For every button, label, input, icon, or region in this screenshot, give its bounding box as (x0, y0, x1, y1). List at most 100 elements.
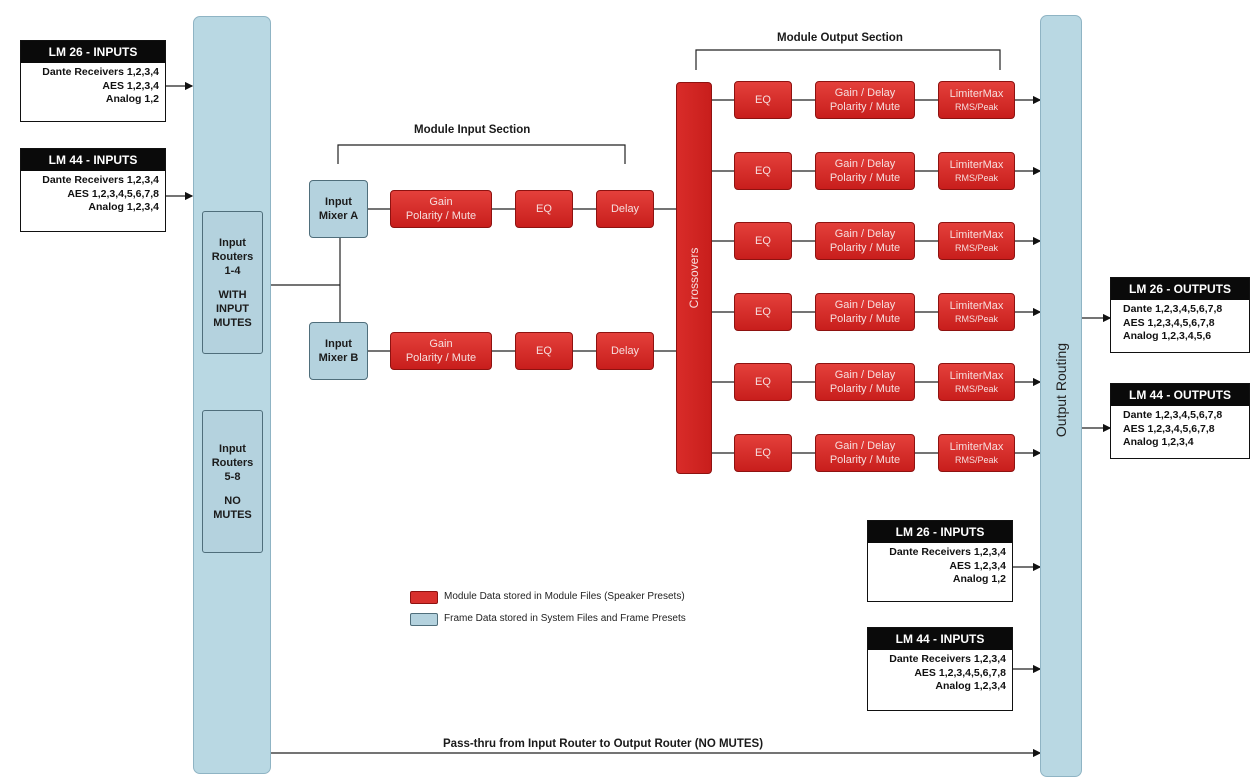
gain-delay-label: Gain / Delay (834, 369, 896, 381)
legend-swatch-module (410, 591, 438, 604)
polarity-label: Polarity / Mute (829, 242, 901, 254)
router-line: 1-4 (224, 264, 241, 277)
router-note: NO (224, 494, 241, 507)
router-note: MUTES (213, 508, 252, 521)
polarity-label: Polarity / Mute (829, 313, 901, 325)
lm26-inputs-right: LM 26 - INPUTS Dante Receivers 1,2,3,4 A… (867, 520, 1013, 602)
limiter-label: LimiterMax (949, 229, 1004, 241)
legend-text-module: Module Data stored in Module Files (Spea… (444, 591, 685, 602)
output-routing-bar (1040, 15, 1082, 777)
output-eq: EQ (734, 434, 792, 472)
router-line: 5-8 (224, 470, 241, 483)
polarity-label: Polarity / Mute (829, 172, 901, 184)
legend-text-frame: Frame Data stored in System Files and Fr… (444, 613, 686, 624)
legend-swatch-frame (410, 613, 438, 626)
input-routers-5-8: Input Routers 5-8 NO MUTES (202, 410, 263, 553)
io-line: AES 1,2,3,4,5,6,7,8 (914, 666, 1006, 679)
output-eq: EQ (734, 152, 792, 190)
limiter-label: LimiterMax (949, 159, 1004, 171)
eq-label: EQ (755, 165, 771, 177)
io-line: AES 1,2,3,4,5,6,7,8 (1123, 316, 1215, 329)
pass-thru-label: Pass-thru from Input Router to Output Ro… (443, 738, 764, 750)
lm44-outputs: LM 44 - OUTPUTS Dante 1,2,3,4,5,6,7,8 AE… (1110, 383, 1250, 459)
polarity-label: Polarity / Mute (829, 383, 901, 395)
io-title: LM 44 - INPUTS (21, 149, 165, 171)
eq-label: EQ (755, 94, 771, 106)
io-line: Dante Receivers 1,2,3,4 (42, 66, 159, 78)
eq-label: EQ (755, 306, 771, 318)
output-eq: EQ (734, 222, 792, 260)
rms-peak-label: RMS/Peak (954, 173, 998, 183)
io-line: Analog 1,2,3,4 (1123, 436, 1194, 448)
io-title: LM 44 - INPUTS (868, 628, 1012, 650)
io-line: Dante Receivers 1,2,3,4 (42, 174, 159, 186)
router-note: WITH (218, 288, 247, 301)
crossovers-block: Crossovers (676, 82, 712, 474)
io-title: LM 26 - INPUTS (21, 41, 165, 63)
eq-label: EQ (755, 447, 771, 459)
mixer-line: Input (325, 196, 352, 208)
router-line: Routers (211, 456, 254, 469)
limiter-label: LimiterMax (949, 88, 1004, 100)
io-line: Analog 1,2,3,4 (88, 201, 159, 213)
delay-b: Delay (596, 332, 654, 370)
module-input-section-label: Module Input Section (414, 124, 531, 136)
eq-label: EQ (755, 376, 771, 388)
gain-label: Gain (429, 338, 453, 350)
io-title: LM 26 - OUTPUTS (1111, 278, 1249, 300)
delay-label: Delay (610, 203, 640, 215)
input-mixer-b: Input Mixer B (309, 322, 368, 380)
gain-delay-label: Gain / Delay (834, 440, 896, 452)
output-routing-label: Output Routing (1053, 342, 1069, 438)
limiter-label: LimiterMax (949, 300, 1004, 312)
gain-label: Gain (429, 196, 453, 208)
input-eq-b: EQ (515, 332, 573, 370)
rms-peak-label: RMS/Peak (954, 243, 998, 253)
gain-delay-label: Gain / Delay (834, 299, 896, 311)
rms-peak-label: RMS/Peak (954, 102, 998, 112)
polarity-label: Polarity / Mute (405, 352, 477, 364)
mixer-line: Mixer A (318, 210, 359, 222)
gain-polarity-mute-b: Gain Polarity / Mute (390, 332, 492, 370)
gain-polarity-mute-a: Gain Polarity / Mute (390, 190, 492, 228)
lm26-outputs: LM 26 - OUTPUTS Dante 1,2,3,4,5,6,7,8 AE… (1110, 277, 1250, 353)
polarity-label: Polarity / Mute (829, 454, 901, 466)
lm26-inputs-left: LM 26 - INPUTS Dante Receivers 1,2,3,4 A… (20, 40, 166, 122)
mixer-line: Mixer B (318, 352, 359, 364)
output-eq: EQ (734, 81, 792, 119)
router-line: Input (219, 442, 246, 455)
router-note: MUTES (213, 316, 252, 329)
io-line: AES 1,2,3,4,5,6,7,8 (67, 187, 159, 200)
limiter-label: LimiterMax (949, 441, 1004, 453)
router-line: Input (219, 236, 246, 249)
gain-delay-label: Gain / Delay (834, 228, 896, 240)
lm44-inputs-right: LM 44 - INPUTS Dante Receivers 1,2,3,4 A… (867, 627, 1013, 711)
eq-label: EQ (536, 203, 552, 215)
mixer-line: Input (325, 338, 352, 350)
io-line: Dante Receivers 1,2,3,4 (889, 653, 1006, 665)
input-eq-a: EQ (515, 190, 573, 228)
io-line: Analog 1,2 (952, 573, 1006, 585)
crossovers-label: Crossovers (687, 247, 701, 309)
input-mixer-a: Input Mixer A (309, 180, 368, 238)
gain-delay-label: Gain / Delay (834, 87, 896, 99)
delay-a: Delay (596, 190, 654, 228)
output-eq: EQ (734, 293, 792, 331)
router-note: INPUT (216, 302, 249, 315)
io-line: Analog 1,2,3,4,5,6 (1123, 330, 1212, 342)
io-line: AES 1,2,3,4,5,6,7,8 (1123, 422, 1215, 435)
input-routers-1-4: Input Routers 1-4 WITH INPUT MUTES (202, 211, 263, 354)
